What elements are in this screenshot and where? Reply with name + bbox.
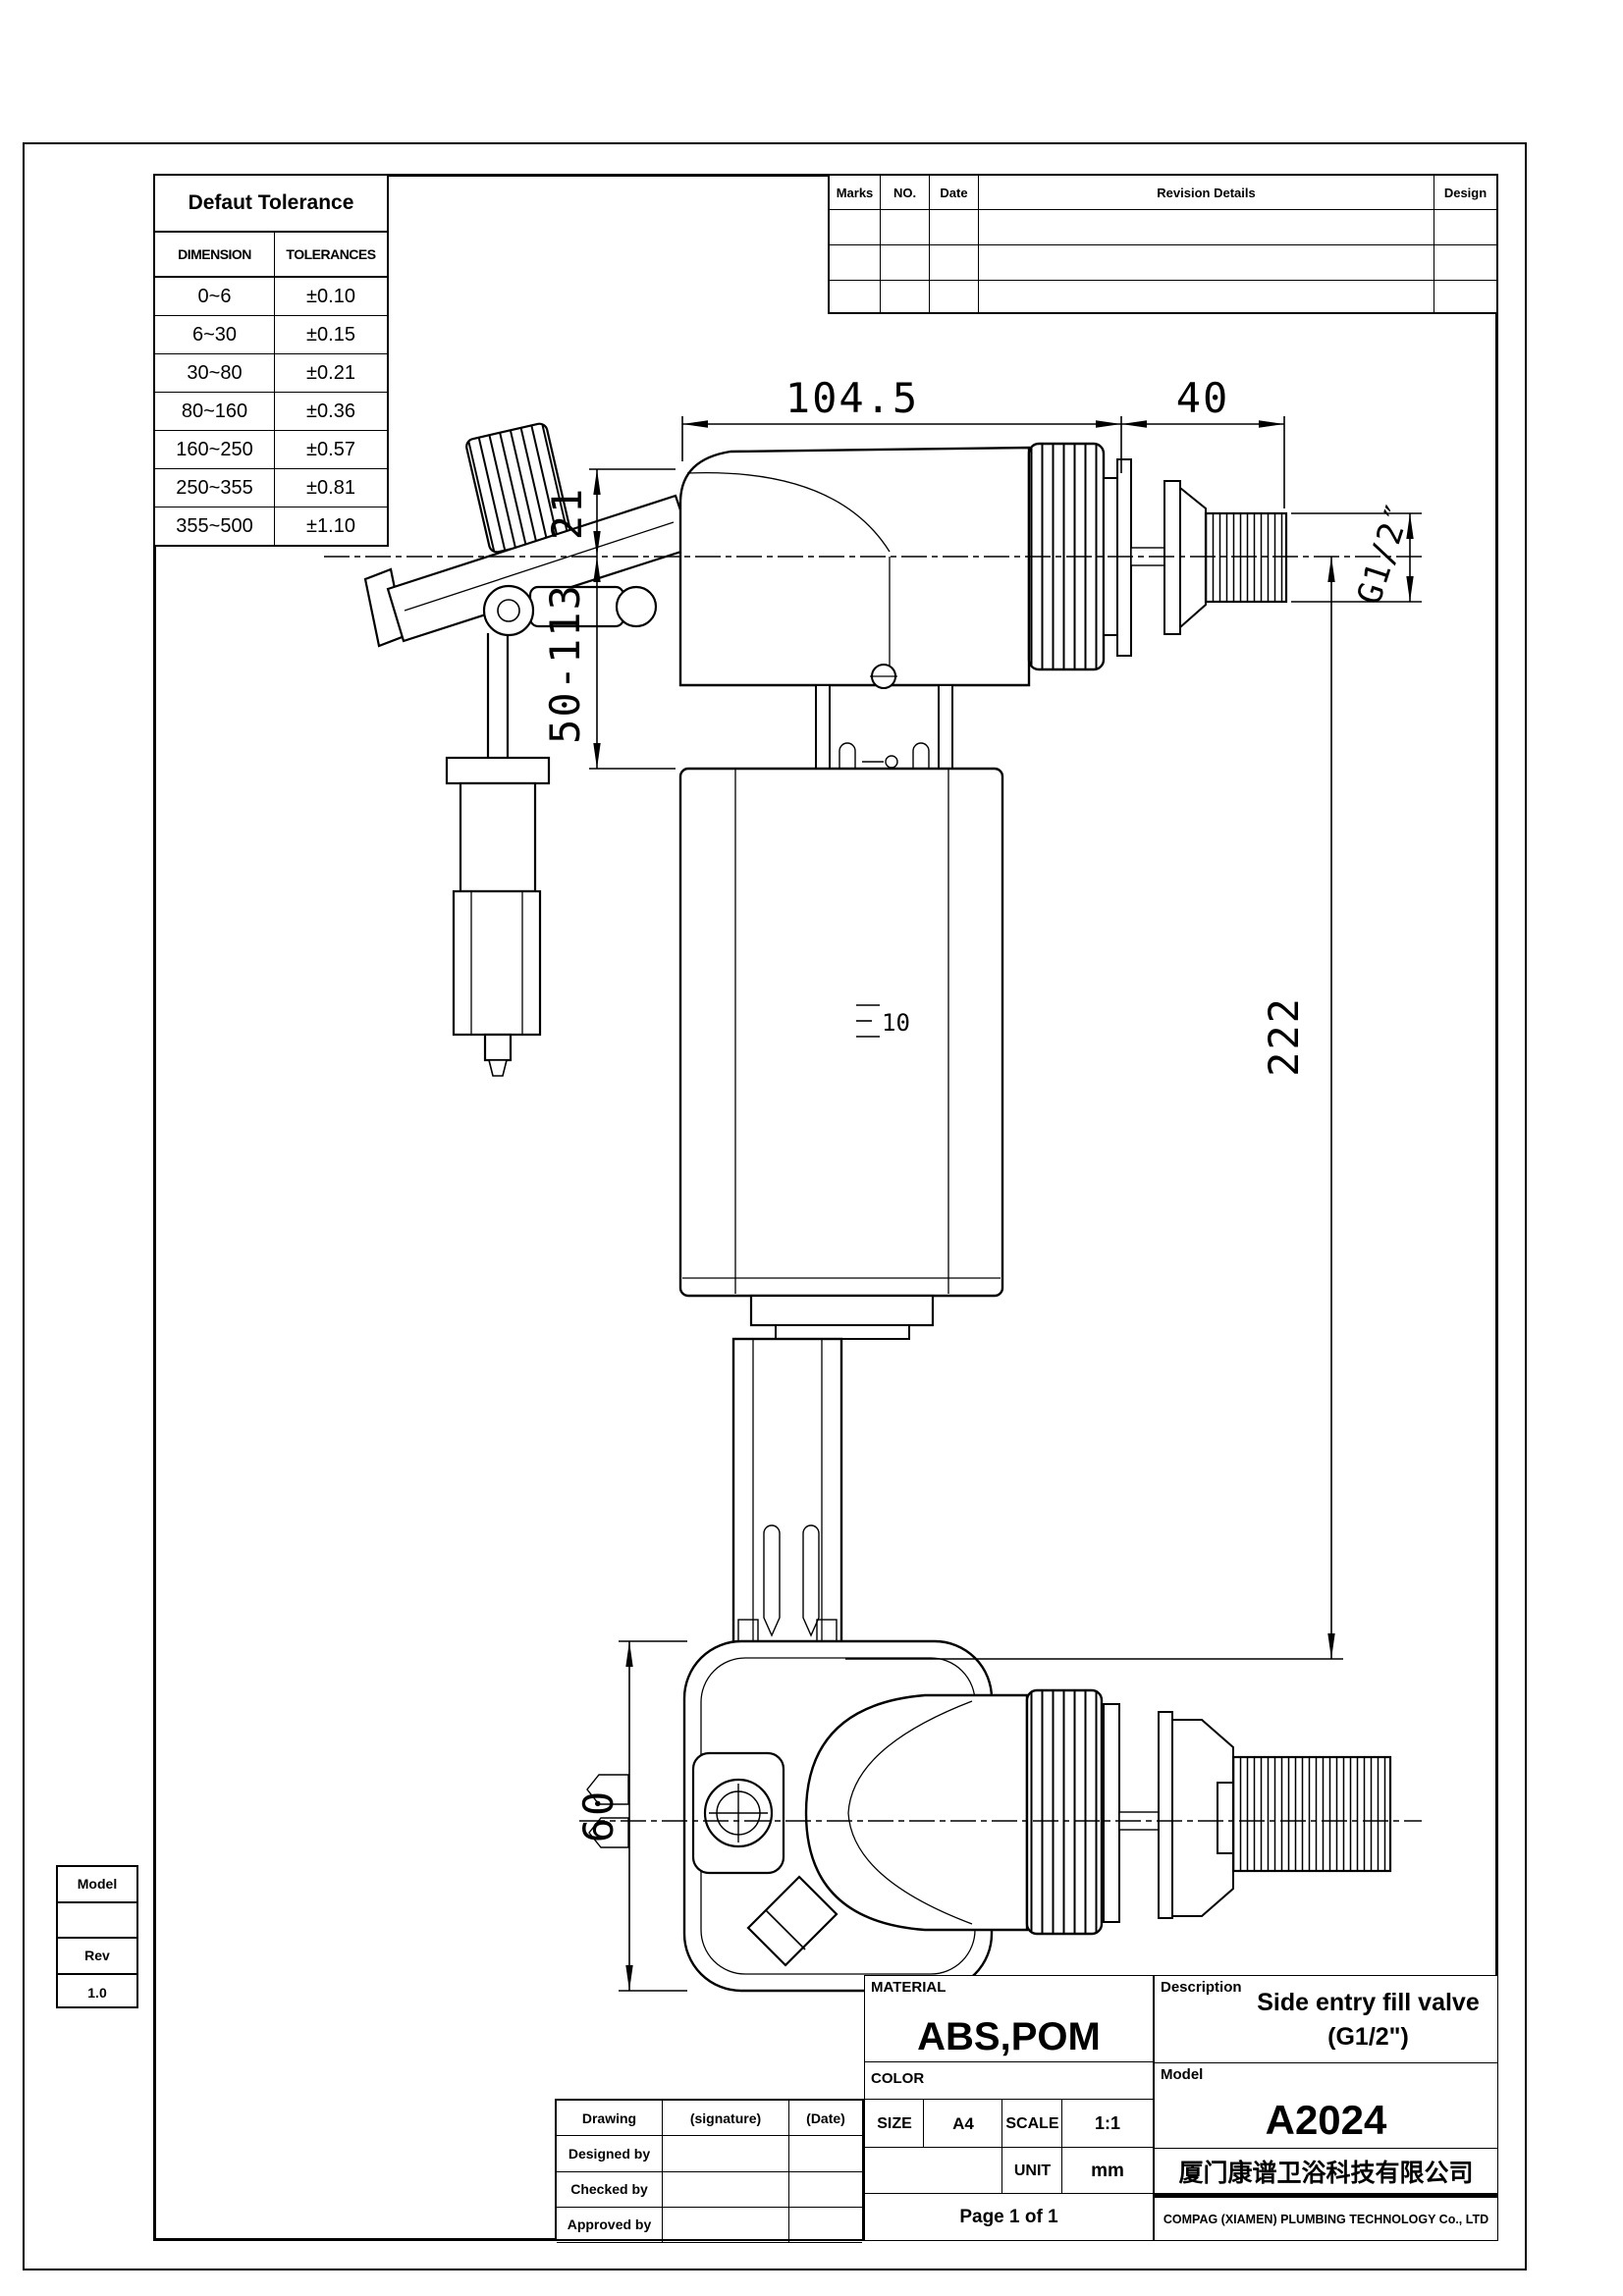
revision-cell-empty (1434, 281, 1496, 313)
tolerance-row: 355~500 ±1.10 (155, 507, 387, 545)
model-label: Model (58, 1867, 136, 1903)
dimension-range: 355~500 (155, 507, 275, 545)
checked-by-label: Checked by (557, 2171, 663, 2208)
color-cell: COLOR (864, 2061, 1154, 2101)
description-value: Side entry fill valve (G1/2") (1257, 1988, 1480, 2051)
tolerance-value: ±0.10 (275, 278, 387, 316)
side-view (363, 422, 1288, 1661)
revision-cell-empty (881, 245, 930, 281)
material-label: MATERIAL (871, 1979, 947, 1996)
signature-cell-empty (789, 2208, 862, 2243)
revision-cell-empty (930, 281, 979, 313)
revision-cell-empty (881, 281, 930, 313)
rev-value: 1.0 (87, 1984, 107, 2001)
tolerance-row: 6~30 ±0.15 (155, 316, 387, 354)
revision-table: Marks NO. Date Revision Details Design (828, 174, 1498, 314)
signature-col-signature: (signature) (663, 2101, 789, 2137)
title-model-value: A2024 (1265, 2096, 1387, 2143)
designed-by-label: Designed by (557, 2136, 663, 2172)
revision-cell-empty (930, 245, 979, 281)
color-label: COLOR (871, 2070, 925, 2087)
revision-cell-empty (979, 210, 1434, 245)
signature-col-drawing: Drawing (557, 2101, 663, 2137)
description-cell: Description Side entry fill valve (G1/2"… (1154, 1975, 1498, 2064)
revision-col-date: Date (930, 176, 979, 210)
tolerance-value: ±0.15 (275, 316, 387, 354)
description-label: Description (1161, 1979, 1242, 1996)
revision-cell-empty (830, 210, 881, 245)
projection-symbol-cell (864, 2147, 1003, 2195)
signature-cell-empty (663, 2171, 789, 2208)
model-value (58, 1903, 136, 1939)
tolerance-table: Defaut Tolerance DIMENSION TOLERANCES 0~… (153, 174, 389, 547)
dimension-range: 80~160 (155, 393, 275, 431)
company-name-en: COMPAG (XIAMEN) PLUMBING TECHNOLOGY Co.,… (1154, 2197, 1498, 2241)
size-label: SIZE (864, 2099, 925, 2149)
revision-cell-empty (979, 281, 1434, 313)
unit-value: mm (1061, 2147, 1154, 2195)
material-value: ABS,POM (917, 2014, 1101, 2058)
dim-float-width: 60 (574, 1789, 622, 1843)
tolerance-table-title: Defaut Tolerance (155, 176, 387, 233)
dimension-range: 160~250 (155, 431, 275, 469)
dimension-range: 0~6 (155, 278, 275, 316)
tolerance-row: 0~6 ±0.10 (155, 278, 387, 316)
approved-by-label: Approved by (557, 2207, 663, 2243)
tolerance-col-dimension: DIMENSION (155, 233, 275, 278)
title-model-label: Model (1161, 2066, 1204, 2083)
sheet-outer-border (23, 142, 1527, 2270)
signature-table: Drawing (signature) (Date) Designed by C… (555, 2099, 864, 2243)
tolerance-row: 30~80 ±0.21 (155, 354, 387, 393)
revision-cell-empty (930, 210, 979, 245)
revision-cell-empty (881, 210, 930, 245)
rev-label: Rev (58, 1939, 136, 1975)
tolerance-row: 80~160 ±0.36 (155, 393, 387, 431)
tolerance-col-tolerances: TOLERANCES (275, 233, 387, 278)
page-indicator: Page 1 of 1 (864, 2193, 1154, 2241)
scale-mark-label: 10 (882, 1009, 910, 1037)
revision-cell-empty (1434, 245, 1496, 281)
bottom-view (586, 1639, 1392, 1993)
tolerance-value: ±0.36 (275, 393, 387, 431)
tolerance-value: ±1.10 (306, 514, 355, 537)
dim-body-width: 104.5 (785, 374, 919, 422)
revision-col-marks: Marks (830, 176, 881, 210)
revision-col-details: Revision Details (979, 176, 1434, 210)
dimension-range: 6~30 (155, 316, 275, 354)
signature-col-date: (Date) (789, 2101, 862, 2137)
tolerance-value: ±0.21 (275, 354, 387, 393)
scale-value: 1:1 (1061, 2099, 1154, 2149)
dim-inlet-offset: 21 (543, 487, 591, 541)
signature-cell-empty (789, 2172, 862, 2208)
revision-cell-empty (1434, 210, 1496, 245)
scale-label: SCALE (1001, 2099, 1063, 2149)
tolerance-value: ±0.57 (275, 431, 387, 469)
tolerance-row: 250~355 ±0.81 (155, 469, 387, 507)
tolerance-value: ±0.81 (275, 469, 387, 507)
dim-thread-length: 40 (1176, 374, 1230, 422)
revision-cell-empty (830, 245, 881, 281)
signature-cell-empty (663, 2207, 789, 2243)
material-cell: MATERIAL ABS,POM (864, 1975, 1154, 2063)
dim-total-height: 222 (1260, 996, 1308, 1077)
company-name-cn: 厦门康谱卫浴科技有限公司 (1154, 2148, 1498, 2197)
revision-cell-empty (979, 245, 1434, 281)
dimension-range: 30~80 (155, 354, 275, 393)
dimensions (589, 416, 1422, 1992)
revision-cell-empty (830, 281, 881, 313)
signature-cell-empty (663, 2136, 789, 2172)
revision-col-no: NO. (881, 176, 930, 210)
signature-cell-empty (789, 2136, 862, 2172)
revision-col-design: Design (1434, 176, 1496, 210)
dim-height-range: 50-113 (541, 583, 589, 744)
tolerance-row: 160~250 ±0.57 (155, 431, 387, 469)
model-rev-box: Model Rev 1.0 (56, 1865, 138, 2008)
unit-label: UNIT (1001, 2147, 1063, 2195)
model-cell: Model A2024 (1154, 2062, 1498, 2150)
size-value: A4 (923, 2099, 1003, 2149)
dimension-range: 250~355 (155, 469, 275, 507)
